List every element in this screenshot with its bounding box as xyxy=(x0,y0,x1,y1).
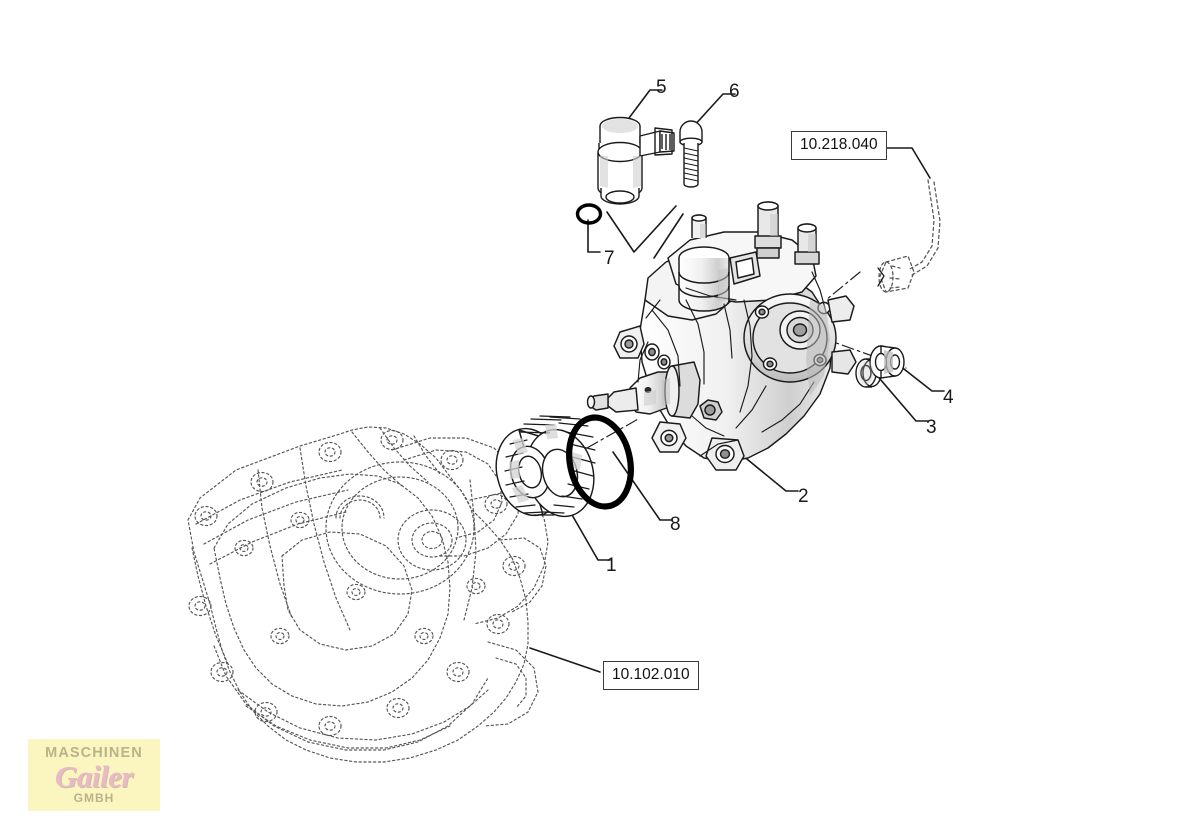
axis-fuel-line xyxy=(825,271,861,301)
logo-script-text: Gailer xyxy=(55,759,133,794)
reference-box-lower[interactable]: 10.102.010 xyxy=(603,661,699,690)
watermark-logo: MASCHINEN Gailer GMBH xyxy=(28,739,160,811)
leader-3 xyxy=(873,371,929,422)
reference-box-upper[interactable]: 10.218.040 xyxy=(791,131,887,160)
ref-upper-connector xyxy=(877,147,931,179)
logo-bottom-text: GMBH xyxy=(73,791,115,805)
leader-5 xyxy=(619,89,663,131)
ref-lower-connector xyxy=(529,647,601,673)
callout-6: 6 xyxy=(729,81,740,102)
logo-top-text: MASCHINEN xyxy=(45,745,143,761)
callout-7: 7 xyxy=(604,248,615,269)
leader-2 xyxy=(741,454,799,492)
leader-6 xyxy=(691,93,736,129)
leader-4 xyxy=(894,361,945,392)
callout-4: 4 xyxy=(943,387,954,408)
callout-3: 3 xyxy=(926,417,937,438)
callout-8: 8 xyxy=(670,514,681,535)
callout-1: 1 xyxy=(606,555,617,576)
assembly-guide-right xyxy=(653,213,684,259)
assembly-guide-left xyxy=(606,205,677,253)
callout-2: 2 xyxy=(798,486,809,507)
leader-7 xyxy=(587,219,601,253)
callout-5: 5 xyxy=(656,77,667,98)
